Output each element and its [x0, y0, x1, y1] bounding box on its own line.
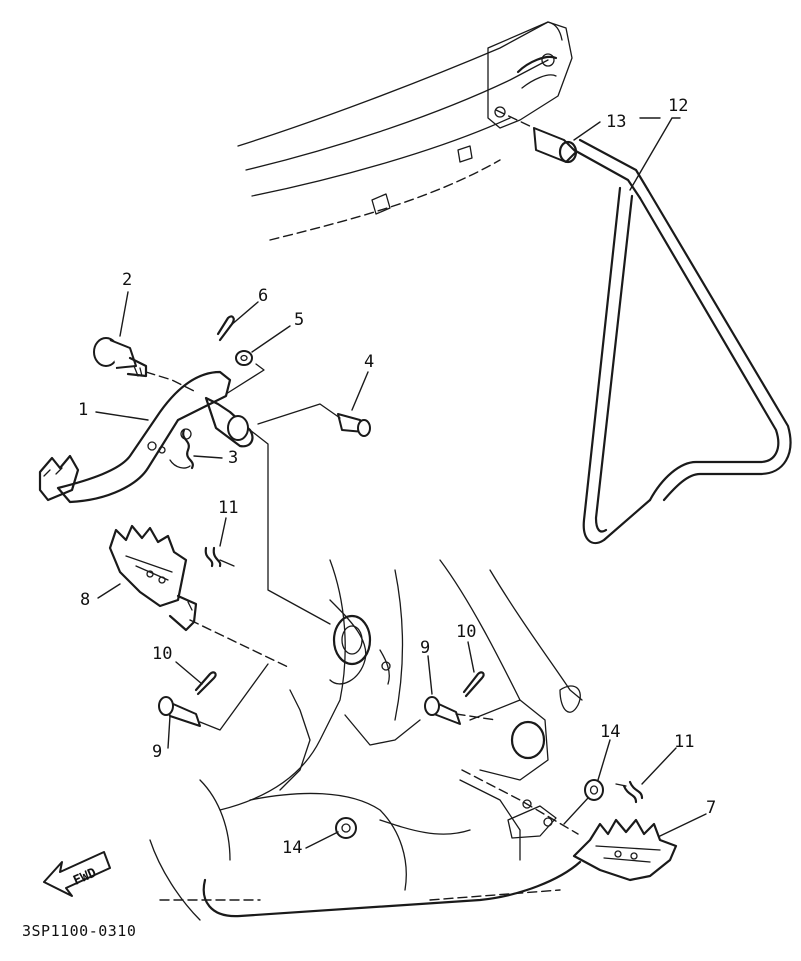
spring-left	[204, 546, 235, 568]
callout-14b: 14	[600, 722, 621, 742]
callout-10a: 10	[152, 644, 173, 664]
callout-13: 13	[606, 112, 627, 132]
assembly-lines	[145, 109, 589, 835]
footrest-right	[572, 818, 678, 882]
washer-14b	[584, 779, 604, 801]
callout-2: 2	[122, 270, 133, 290]
brake-pedal	[38, 370, 254, 504]
callout-7: 7	[706, 798, 717, 818]
stand	[533, 127, 792, 545]
washer	[235, 350, 253, 366]
diagram-code: 3SP1100-0310	[22, 922, 137, 940]
callout-11b: 11	[674, 732, 695, 752]
callout-9a: 9	[152, 742, 163, 762]
callout-11a: 11	[218, 498, 239, 518]
callout-9b: 9	[420, 638, 431, 658]
return-spring	[169, 428, 194, 470]
lower-frame	[149, 559, 583, 921]
pin-right	[424, 671, 485, 725]
footrest-left	[108, 524, 198, 632]
callout-12: 12	[668, 96, 689, 116]
pin-bolt	[337, 413, 371, 437]
fwd-arrow-icon: FWD	[43, 851, 111, 897]
leader-lines	[95, 117, 707, 849]
callout-4: 4	[364, 352, 375, 372]
pin-left	[158, 671, 217, 727]
cotter-pin	[216, 315, 235, 342]
pivot-bolt	[93, 337, 148, 378]
callout-3: 3	[228, 448, 239, 468]
rear-frame	[237, 21, 573, 241]
spring-right	[615, 780, 644, 804]
callout-8: 8	[80, 590, 91, 610]
callout-14a: 14	[282, 838, 303, 858]
callout-10b: 10	[456, 622, 477, 642]
callout-6: 6	[258, 286, 269, 306]
callout-1: 1	[78, 400, 89, 420]
washer-14a	[335, 817, 357, 839]
callout-5: 5	[294, 310, 305, 330]
